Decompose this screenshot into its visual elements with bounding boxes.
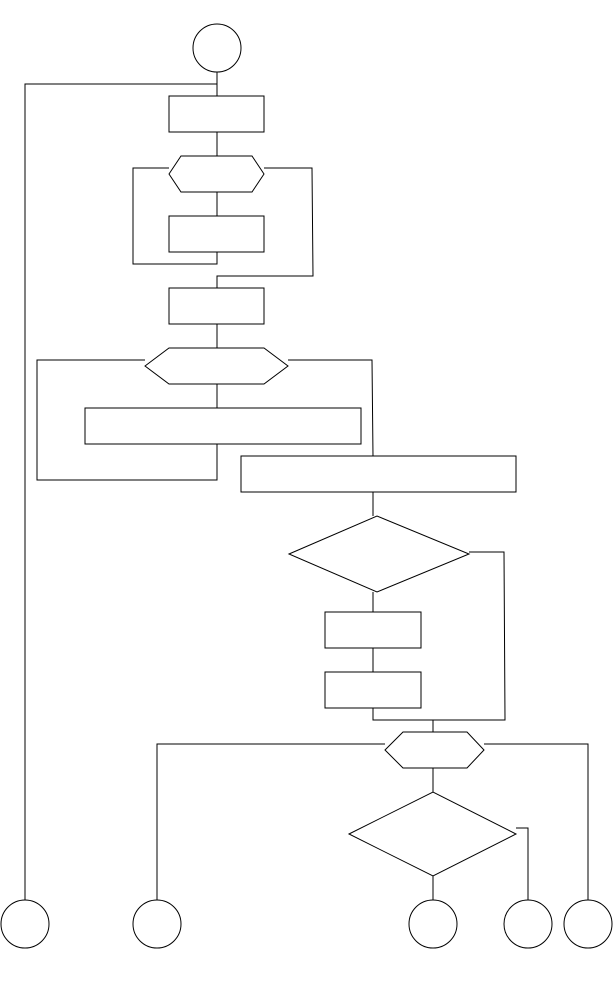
end-terminal-1 — [0, 899, 50, 949]
end-terminal-4 — [503, 899, 553, 949]
process-box-b — [324, 671, 422, 709]
flowchart-nodes — [0, 23, 613, 949]
edge-decision-2-right — [516, 827, 529, 900]
edge-loop-2-exit — [288, 359, 374, 457]
edge-left-exit-branch — [24, 83, 217, 900]
process-box-loop-1-body — [168, 215, 265, 253]
edge-loop-3-right — [484, 743, 589, 900]
process-box-1 — [168, 95, 265, 133]
edge-loop-1-exit — [216, 167, 314, 288]
end-terminal-2 — [132, 899, 182, 949]
end-terminal-3 — [408, 899, 458, 949]
loop-hexagon-3 — [384, 731, 485, 769]
edge-loop-2-return — [36, 359, 218, 481]
end-terminal-5 — [563, 899, 613, 949]
process-box-a — [324, 611, 422, 649]
flowchart-connectors — [24, 72, 589, 900]
edge-decision-1-right-merge — [372, 551, 506, 721]
edge-loop-1-return — [132, 167, 218, 265]
decision-diamond-2 — [347, 791, 518, 877]
process-box-wide — [240, 455, 517, 493]
loop-hexagon-1 — [168, 155, 265, 193]
process-box-loop-2-body — [84, 407, 362, 445]
decision-diamond-1 — [287, 515, 471, 593]
process-box-3 — [168, 287, 265, 325]
edge-loop-3-left — [156, 743, 385, 900]
loop-hexagon-2 — [144, 347, 289, 385]
start-terminal — [192, 23, 242, 73]
